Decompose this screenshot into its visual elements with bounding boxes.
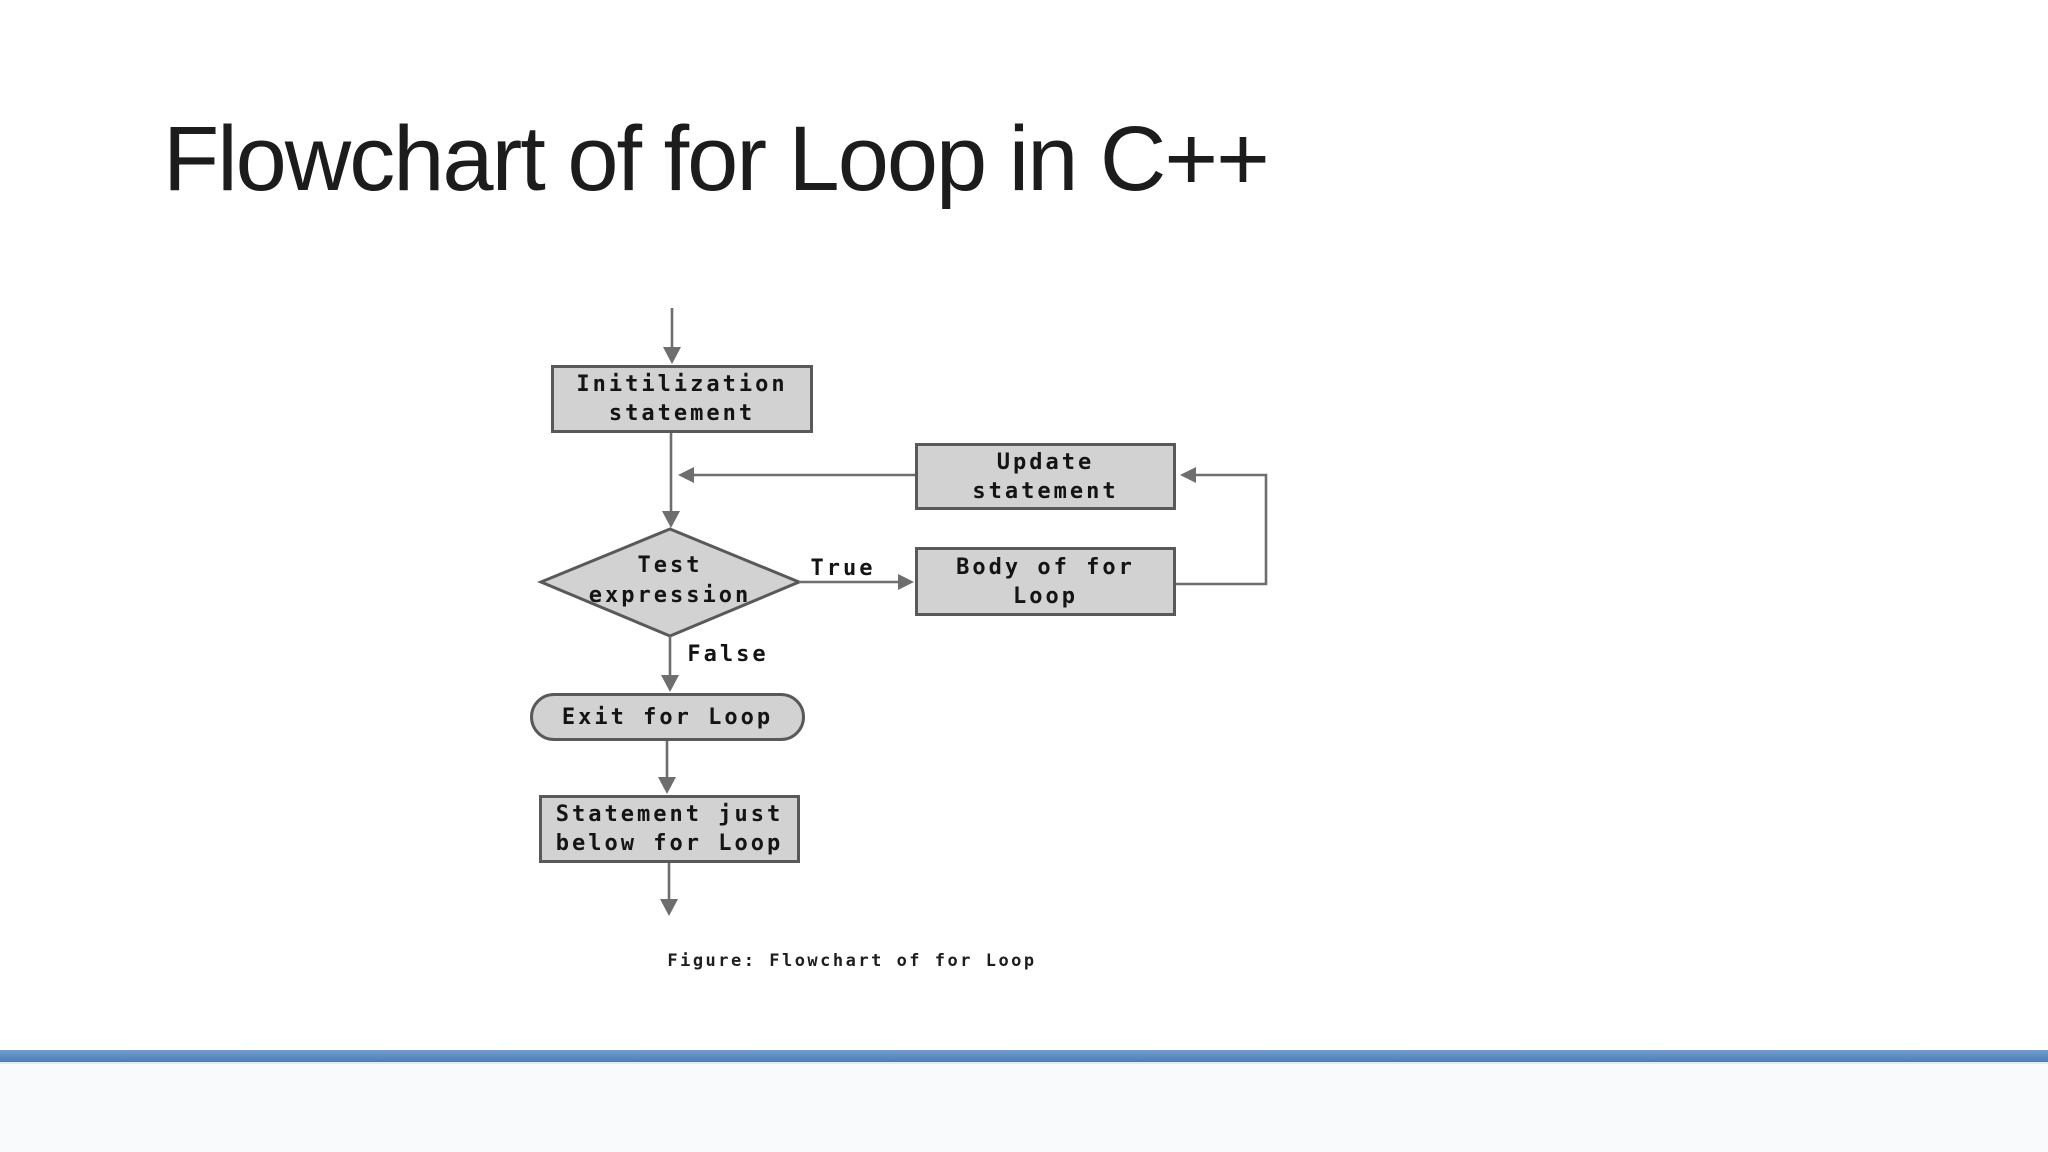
- into-diamond-arrowhead: [662, 511, 680, 528]
- entry-arrowhead: [663, 347, 681, 364]
- body-of-loop-node: Body of for Loop: [915, 547, 1176, 616]
- final-arrowhead: [660, 899, 678, 916]
- true-arrowhead: [898, 574, 914, 590]
- loopback-line: [1176, 473, 1268, 586]
- update-feed-arrowhead: [678, 467, 694, 483]
- statement-below-node: Statement just below for Loop: [539, 795, 800, 863]
- slide-title: Flowchart of for Loop in C++: [163, 108, 1270, 210]
- test-expression-label: Test expression: [588, 553, 752, 608]
- update-statement-node: Update statement: [915, 443, 1176, 510]
- loopback-arrowhead: [1180, 467, 1196, 483]
- false-edge-label: False: [687, 642, 769, 667]
- false-arrowhead: [661, 675, 679, 692]
- slide-footer-strip: [0, 1064, 2048, 1152]
- exit-loop-node: Exit for Loop: [530, 693, 805, 741]
- slide-accent-bar: [0, 1050, 2048, 1064]
- exit-arrowhead: [658, 777, 676, 794]
- figure-caption: Figure: Flowchart of for Loop: [667, 951, 1037, 971]
- init-statement-node: Initilization statement: [551, 365, 813, 433]
- true-edge-label: True: [810, 556, 876, 581]
